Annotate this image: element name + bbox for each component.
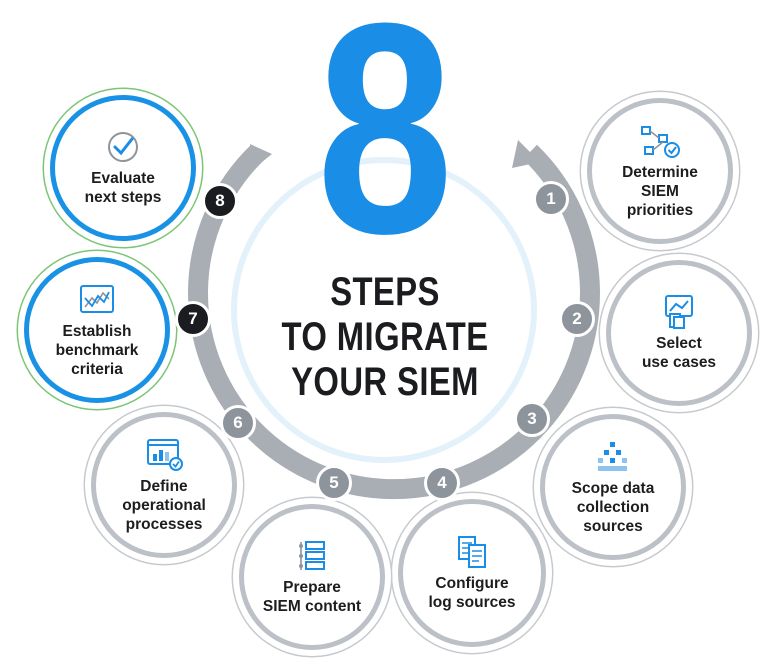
step-label: Define operational processes	[122, 477, 206, 533]
step-label: Evaluate next steps	[84, 170, 162, 206]
step-6-define-processes: Define operational processes	[91, 412, 237, 558]
chart-documents-icon	[665, 295, 693, 329]
dashboard-check-icon	[147, 438, 183, 471]
step-label: Select use cases	[641, 335, 717, 371]
step-2-select-use-cases: Select use cases	[606, 260, 752, 406]
main-ring-arc	[188, 144, 600, 500]
step-badge-3: 3	[514, 401, 550, 437]
step-label: Determine SIEM priorities	[622, 163, 698, 219]
workflow-check-icon	[641, 125, 680, 158]
list-layers-icon	[299, 541, 325, 570]
step-8-evaluate-next-steps: Evaluate next steps	[50, 95, 196, 241]
step-label: Configure log sources	[428, 575, 516, 611]
ring-arrow-head	[512, 140, 540, 168]
step-badge-8: 8	[202, 183, 238, 219]
check-circle-icon	[108, 132, 138, 162]
step-label: Prepare SIEM content	[262, 579, 362, 615]
step-3-scope-data-sources: Scope data collection sources	[540, 414, 686, 560]
ring-arrow-tail	[250, 144, 272, 170]
step-badge-2: 2	[559, 301, 595, 337]
step-label: Scope data collection sources	[571, 479, 655, 535]
inner-glow-ring	[231, 157, 537, 463]
step-badge-5: 5	[316, 465, 352, 501]
title-line-2: TO MIGRATE	[281, 315, 489, 359]
center-title: STEPS TO MIGRATE YOUR SIEM	[262, 270, 508, 405]
documents-icon	[458, 536, 486, 568]
step-badge-4: 4	[424, 465, 460, 501]
step-badge-1: 1	[533, 181, 569, 217]
step-5-prepare-siem-content: Prepare SIEM content	[239, 504, 385, 650]
step-badge-7: 7	[175, 301, 211, 337]
data-blocks-icon	[598, 441, 627, 471]
step-1-determine-priorities: Determine SIEM priorities	[587, 98, 733, 244]
step-4-configure-log-sources: Configure log sources	[398, 499, 546, 647]
step-badge-6: 6	[220, 405, 256, 441]
title-line-3: YOUR SIEM	[291, 360, 479, 404]
title-line-1: STEPS	[330, 270, 440, 314]
step-7-establish-benchmark: Establish benchmark criteria	[24, 257, 170, 403]
step-label: Establish benchmark criteria	[55, 322, 139, 378]
big-number-eight: 8	[316, 0, 454, 296]
line-chart-icon	[80, 284, 114, 313]
